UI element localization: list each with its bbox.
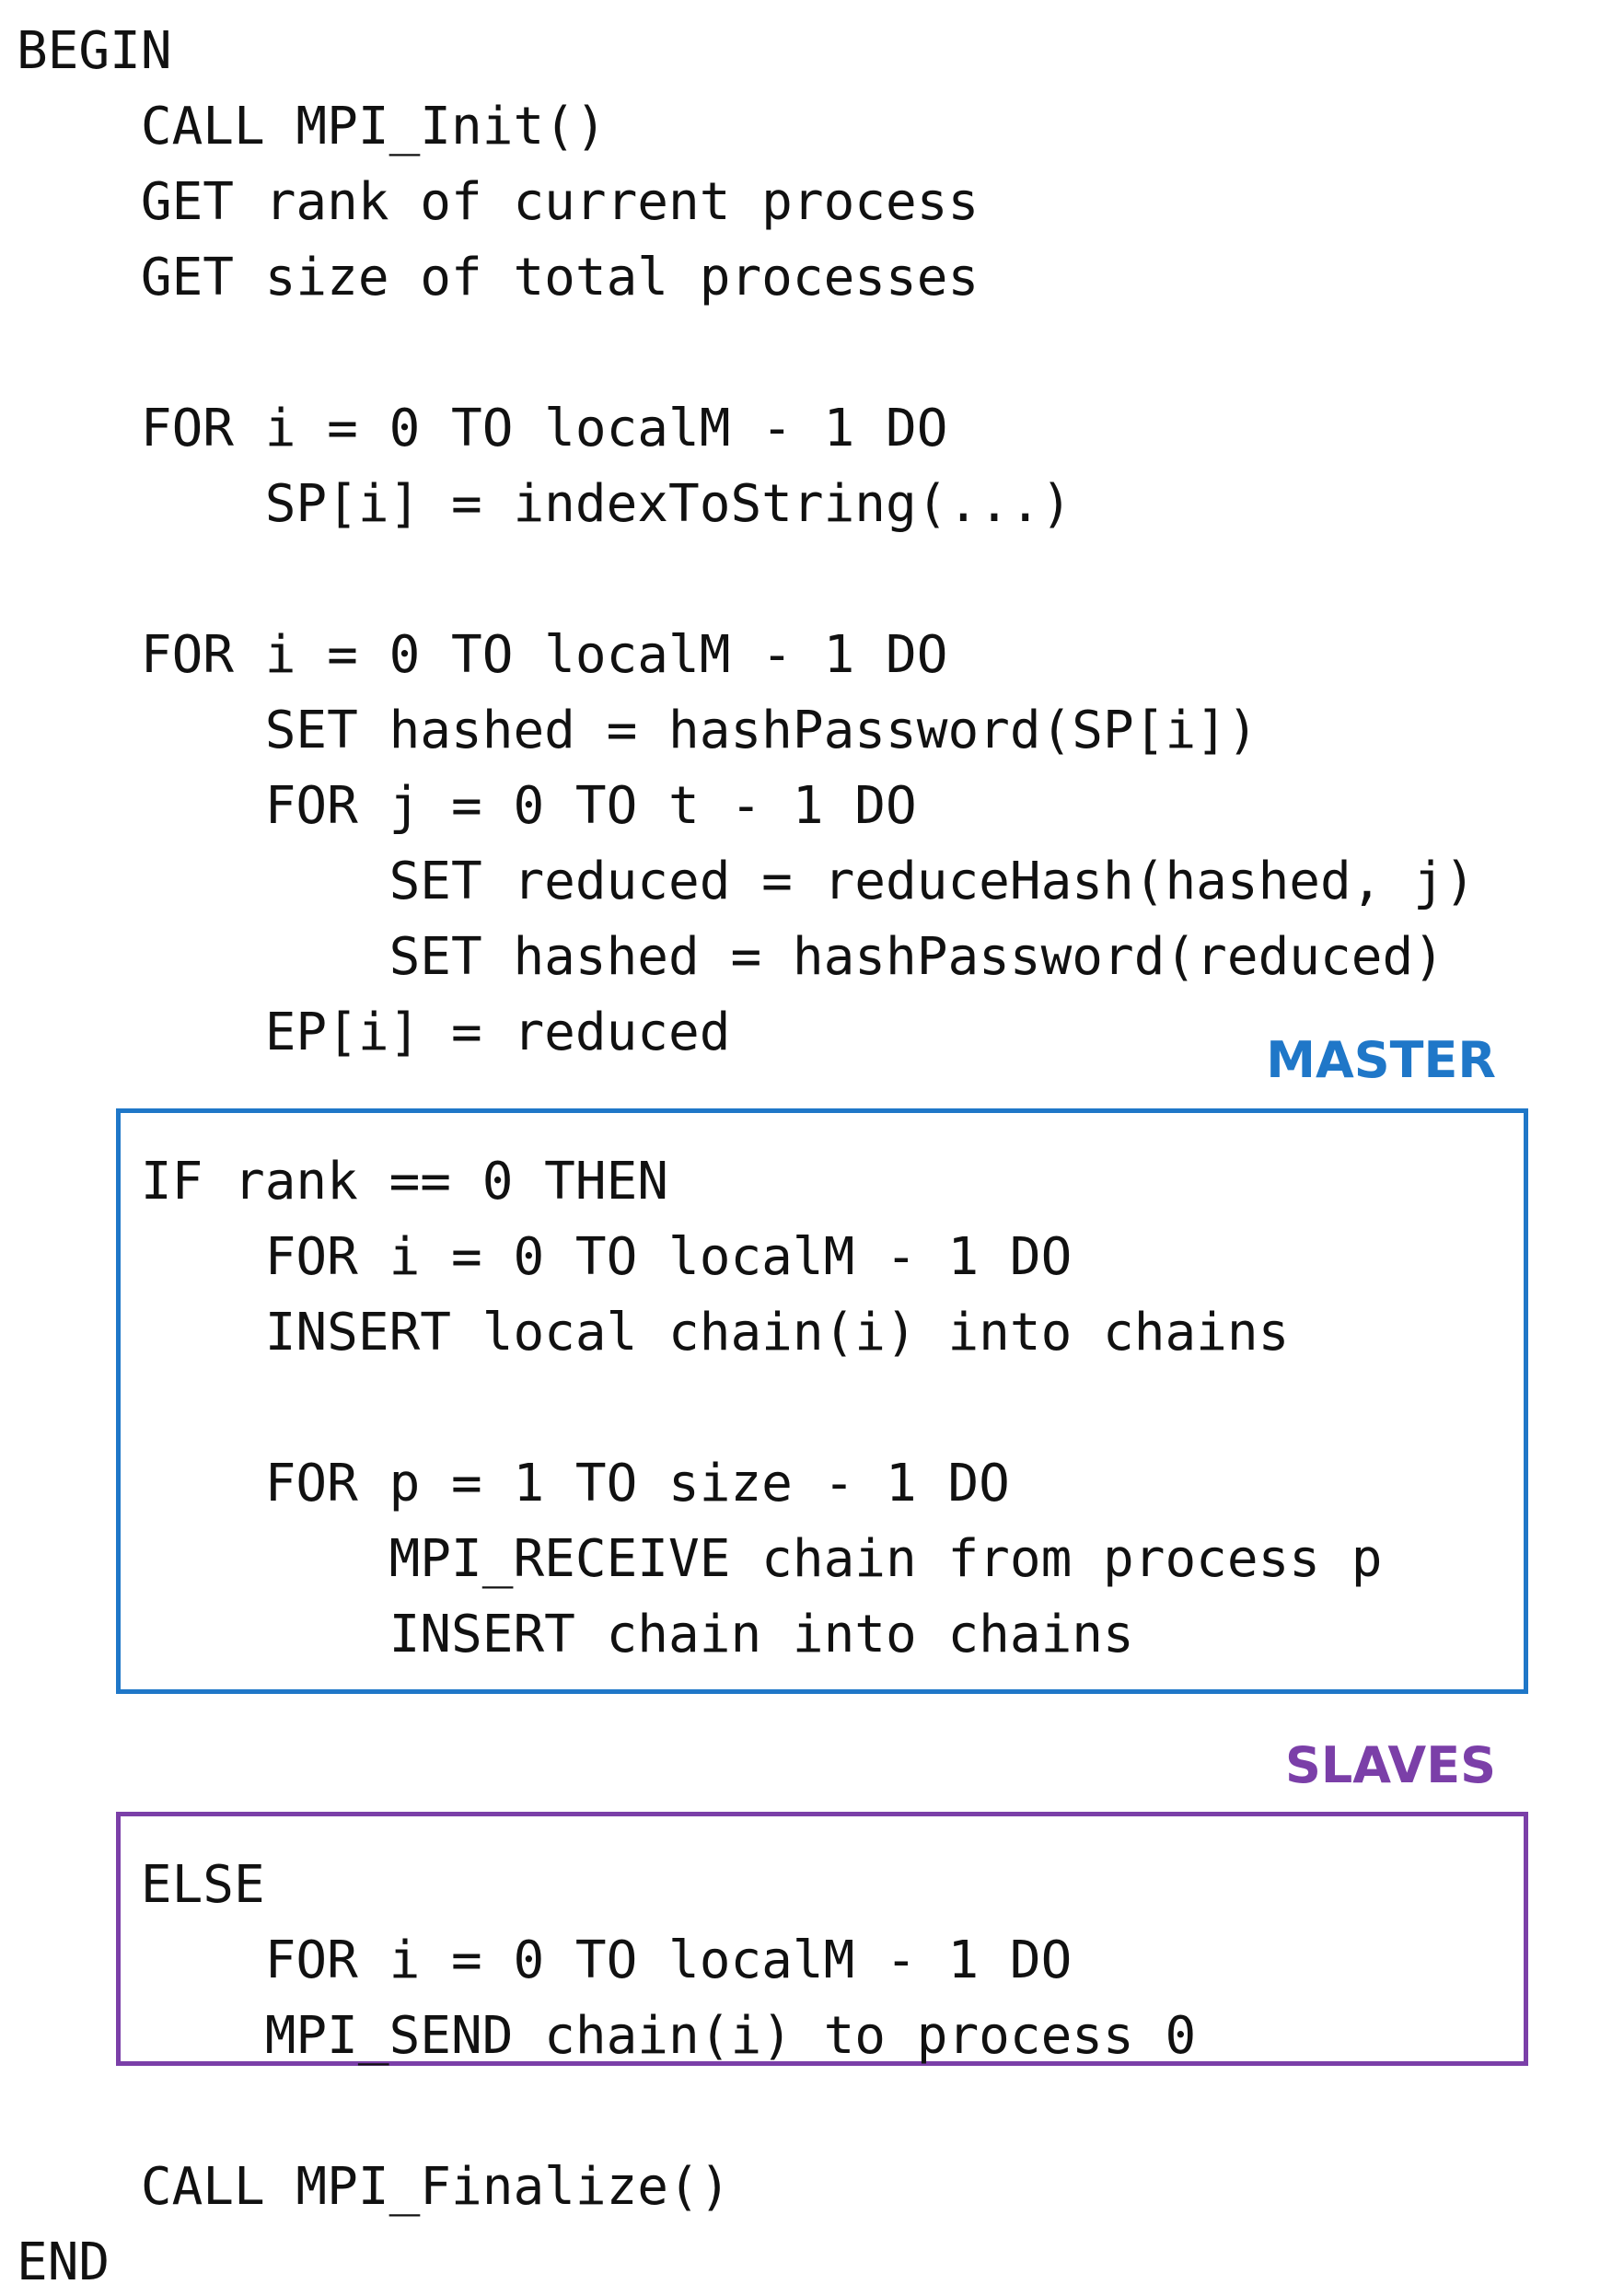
code-line: FOR i = 0 TO localM - 1 DO xyxy=(17,1931,1073,1990)
code-line: GET size of total processes xyxy=(17,248,980,307)
code-line: SET hashed = hashPassword(reduced) xyxy=(17,927,1444,987)
slaves-box xyxy=(116,1812,1528,2066)
code-line: FOR i = 0 TO localM - 1 DO xyxy=(17,625,948,685)
code-line: MPI_SEND chain(i) to process 0 xyxy=(17,2006,1197,2066)
code-line: MPI_RECEIVE chain from process p xyxy=(17,1529,1383,1589)
code-line: GET rank of current process xyxy=(17,172,980,232)
code-line: FOR i = 0 TO localM - 1 DO xyxy=(17,399,948,458)
code-line: SET hashed = hashPassword(SP[i]) xyxy=(17,701,1258,760)
code-line: ELSE xyxy=(17,1855,265,1915)
code-line: BEGIN xyxy=(17,21,172,81)
code-line: INSERT local chain(i) into chains xyxy=(17,1303,1290,1363)
code-line: END xyxy=(17,2232,110,2292)
code-line: CALL MPI_Finalize() xyxy=(17,2157,731,2217)
code-line: SET reduced = reduceHash(hashed, j) xyxy=(17,852,1476,911)
code-line: INSERT chain into chains xyxy=(17,1605,1134,1664)
code-line: IF rank == 0 THEN xyxy=(17,1152,669,1212)
master-box xyxy=(116,1108,1528,1694)
master-label: MASTER xyxy=(1266,1031,1496,1089)
code-line: FOR i = 0 TO localM - 1 DO xyxy=(17,1227,1073,1287)
code-line: SP[i] = indexToString(...) xyxy=(17,474,1073,534)
code-line: EP[i] = reduced xyxy=(17,1003,731,1062)
slaves-label: SLAVES xyxy=(1285,1736,1496,1794)
code-line: FOR j = 0 TO t - 1 DO xyxy=(17,776,917,836)
code-line: CALL MPI_Init() xyxy=(17,97,607,157)
code-line: FOR p = 1 TO size - 1 DO xyxy=(17,1454,1010,1513)
